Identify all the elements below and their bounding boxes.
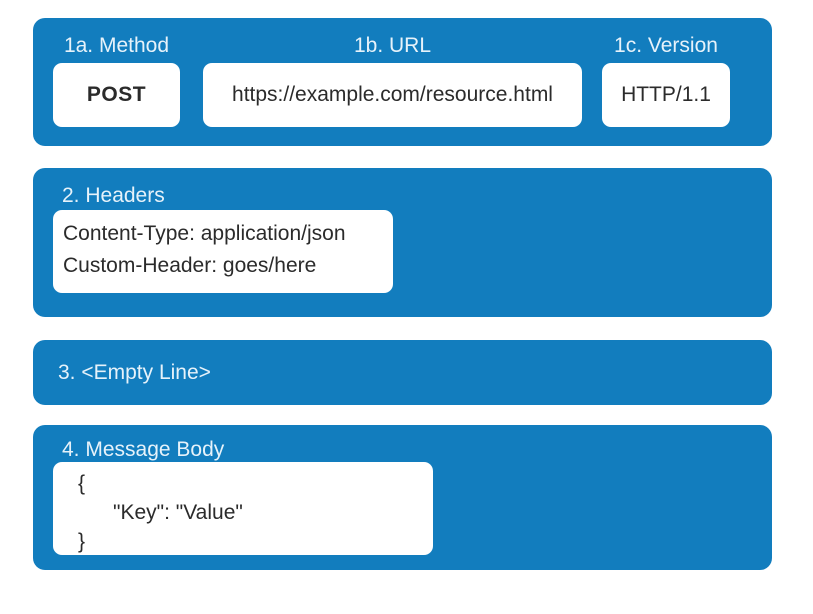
method-value: POST [86, 83, 147, 106]
message-body-panel: { "Key": "Value" } [53, 462, 433, 555]
url-value: https://example.com/resource.html [232, 83, 553, 106]
headers-panel: Content-Type: application/json Custom-He… [53, 210, 393, 293]
version-field: 1c. Version HTTP/1.1 [602, 31, 730, 127]
method-value-box: POST [53, 63, 180, 127]
message-body-code: { "Key": "Value" } [78, 472, 243, 553]
version-label: 1c. Version [614, 34, 718, 57]
version-value: HTTP/1.1 [621, 83, 711, 106]
message-body-label: 4. Message Body [62, 438, 225, 461]
version-value-box: HTTP/1.1 [602, 63, 730, 127]
headers-label: 2. Headers [62, 184, 165, 207]
empty-line-section: 3. <Empty Line> [33, 340, 772, 405]
url-field: 1b. URL https://example.com/resource.htm… [203, 31, 582, 127]
message-body-section: 4. Message Body { "Key": "Value" } [33, 425, 772, 570]
method-label: 1a. Method [63, 34, 170, 57]
header-line-custom-header: Custom-Header: goes/here [63, 254, 317, 277]
headers-section: 2. Headers Content-Type: application/jso… [33, 168, 772, 317]
url-value-box: https://example.com/resource.html [203, 63, 582, 127]
empty-line-label: 3. <Empty Line> [58, 360, 211, 384]
url-label: 1b. URL [353, 34, 432, 57]
request-line-section: 1a. Method POST 1b. URL https://example.… [33, 18, 772, 146]
header-line-content-type: Content-Type: application/json [63, 222, 346, 245]
method-field: 1a. Method POST [53, 31, 180, 127]
